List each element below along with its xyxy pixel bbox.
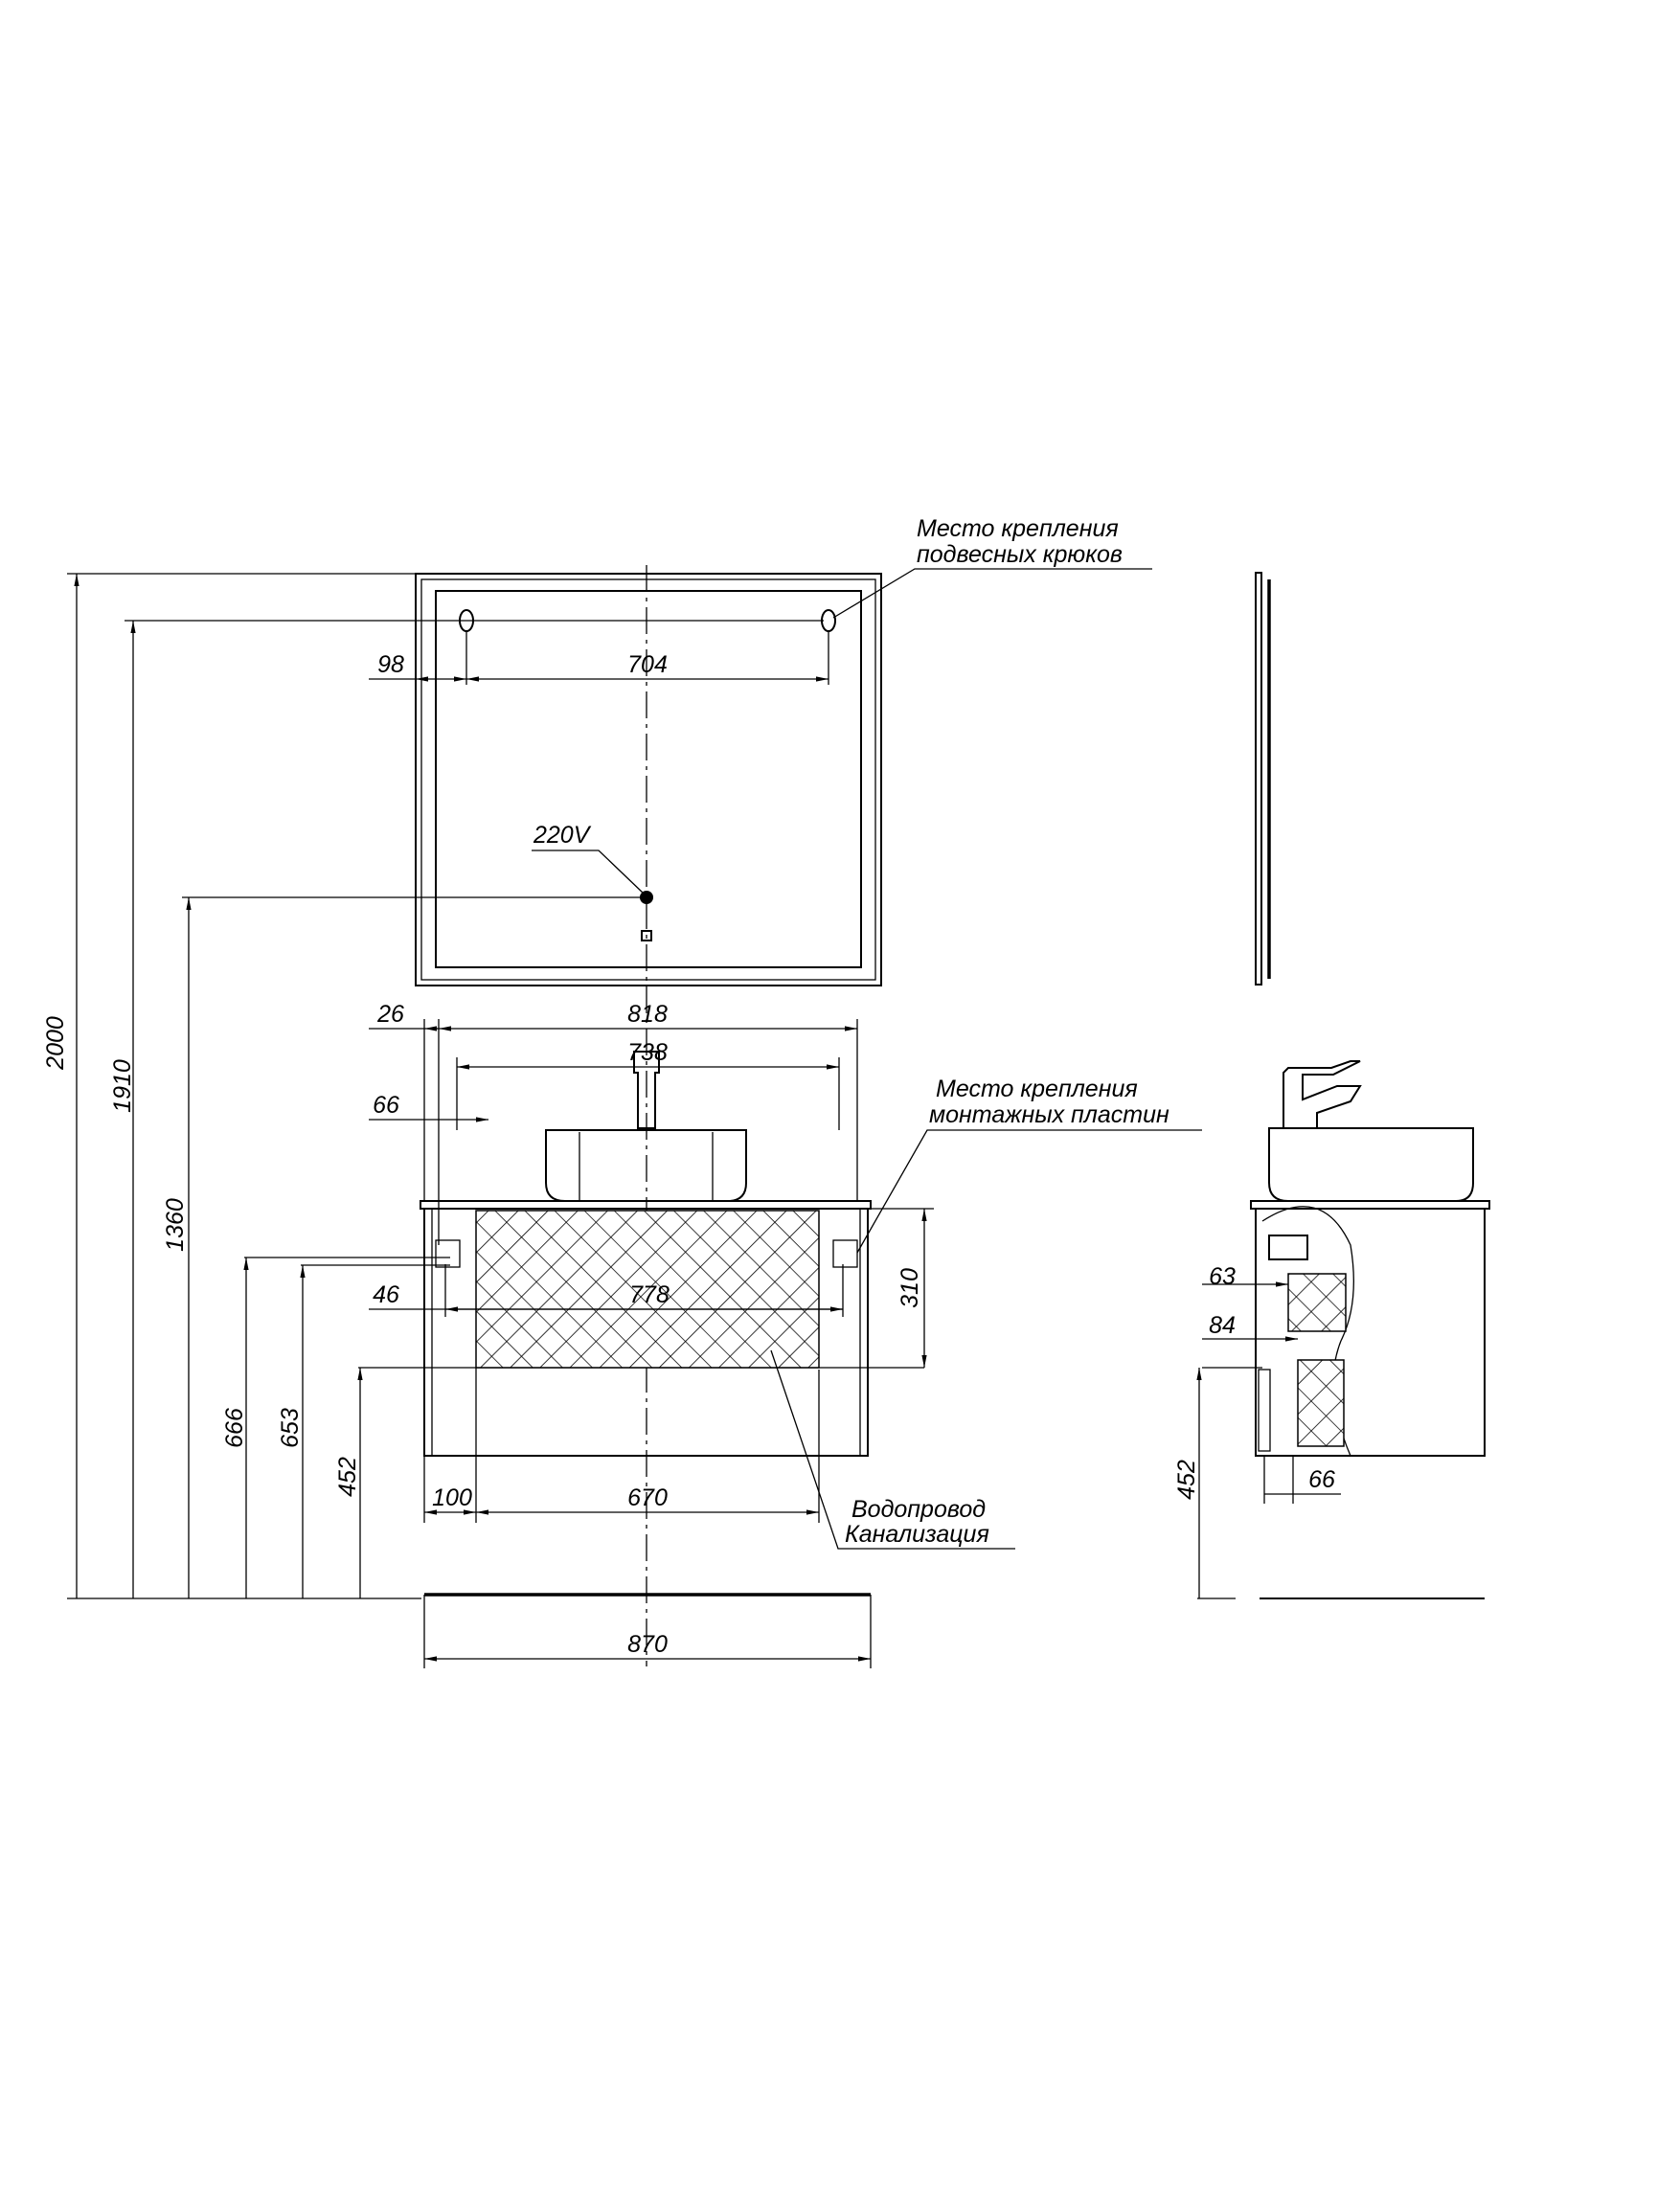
dim-46: 46 bbox=[373, 1281, 399, 1308]
dim-side-63: 63 bbox=[1209, 1263, 1236, 1290]
dim-666: 666 bbox=[221, 1408, 248, 1448]
plumbing-zone bbox=[475, 1210, 820, 1369]
mirror-dimensions: 98 704 220V Место крепления подвесных кр… bbox=[369, 515, 1152, 895]
label-220v: 220V bbox=[533, 822, 592, 849]
dim-side-84: 84 bbox=[1209, 1312, 1236, 1339]
basin bbox=[545, 1129, 747, 1202]
mounting-plate-left bbox=[435, 1239, 461, 1268]
vanity-side: 63 84 452 66 bbox=[1173, 1060, 1490, 1599]
dim-100: 100 bbox=[432, 1484, 472, 1511]
dim-1360: 1360 bbox=[162, 1198, 189, 1252]
dim-310: 310 bbox=[897, 1268, 923, 1308]
dim-98: 98 bbox=[377, 651, 404, 678]
dim-704: 704 bbox=[627, 651, 668, 678]
label-pipes-1: Водопровод bbox=[851, 1496, 986, 1523]
dim-side-452: 452 bbox=[1173, 1460, 1200, 1500]
dim-452: 452 bbox=[334, 1457, 361, 1497]
dim-2000: 2000 bbox=[42, 1016, 69, 1071]
dim-818: 818 bbox=[627, 1001, 668, 1028]
label-pipes-2: Канализация bbox=[845, 1521, 989, 1548]
dim-1910: 1910 bbox=[109, 1059, 136, 1113]
dim-26: 26 bbox=[376, 1001, 404, 1028]
switch-icon bbox=[641, 930, 652, 941]
mirror-front bbox=[415, 573, 882, 986]
dim-670: 670 bbox=[627, 1484, 668, 1511]
dim-778: 778 bbox=[629, 1281, 670, 1308]
label-plates-2: монтажных пластин bbox=[929, 1101, 1169, 1128]
dim-66: 66 bbox=[373, 1092, 399, 1119]
hook-right-icon bbox=[821, 609, 836, 632]
faucet-side-icon bbox=[1283, 1060, 1362, 1128]
mirror-side bbox=[1255, 572, 1271, 986]
vanity-dimensions: 26 818 738 66 46 778 310 100 670 870 Мес… bbox=[369, 1001, 1202, 1668]
dim-653: 653 bbox=[277, 1408, 304, 1448]
height-dimensions: 2000 1910 1360 666 653 452 bbox=[42, 573, 924, 1599]
mounting-plate-right bbox=[832, 1239, 858, 1268]
dim-870: 870 bbox=[627, 1631, 668, 1658]
label-hooks-1: Место крепления bbox=[917, 515, 1119, 542]
label-hooks-2: подвесных крюков bbox=[917, 541, 1123, 568]
dim-738: 738 bbox=[627, 1039, 668, 1066]
vanity-front bbox=[420, 1051, 872, 1457]
dim-side-66: 66 bbox=[1308, 1466, 1335, 1493]
power-socket-icon bbox=[640, 891, 653, 904]
faucet-icon bbox=[633, 1051, 660, 1129]
label-plates-1: Место крепления bbox=[936, 1076, 1138, 1102]
